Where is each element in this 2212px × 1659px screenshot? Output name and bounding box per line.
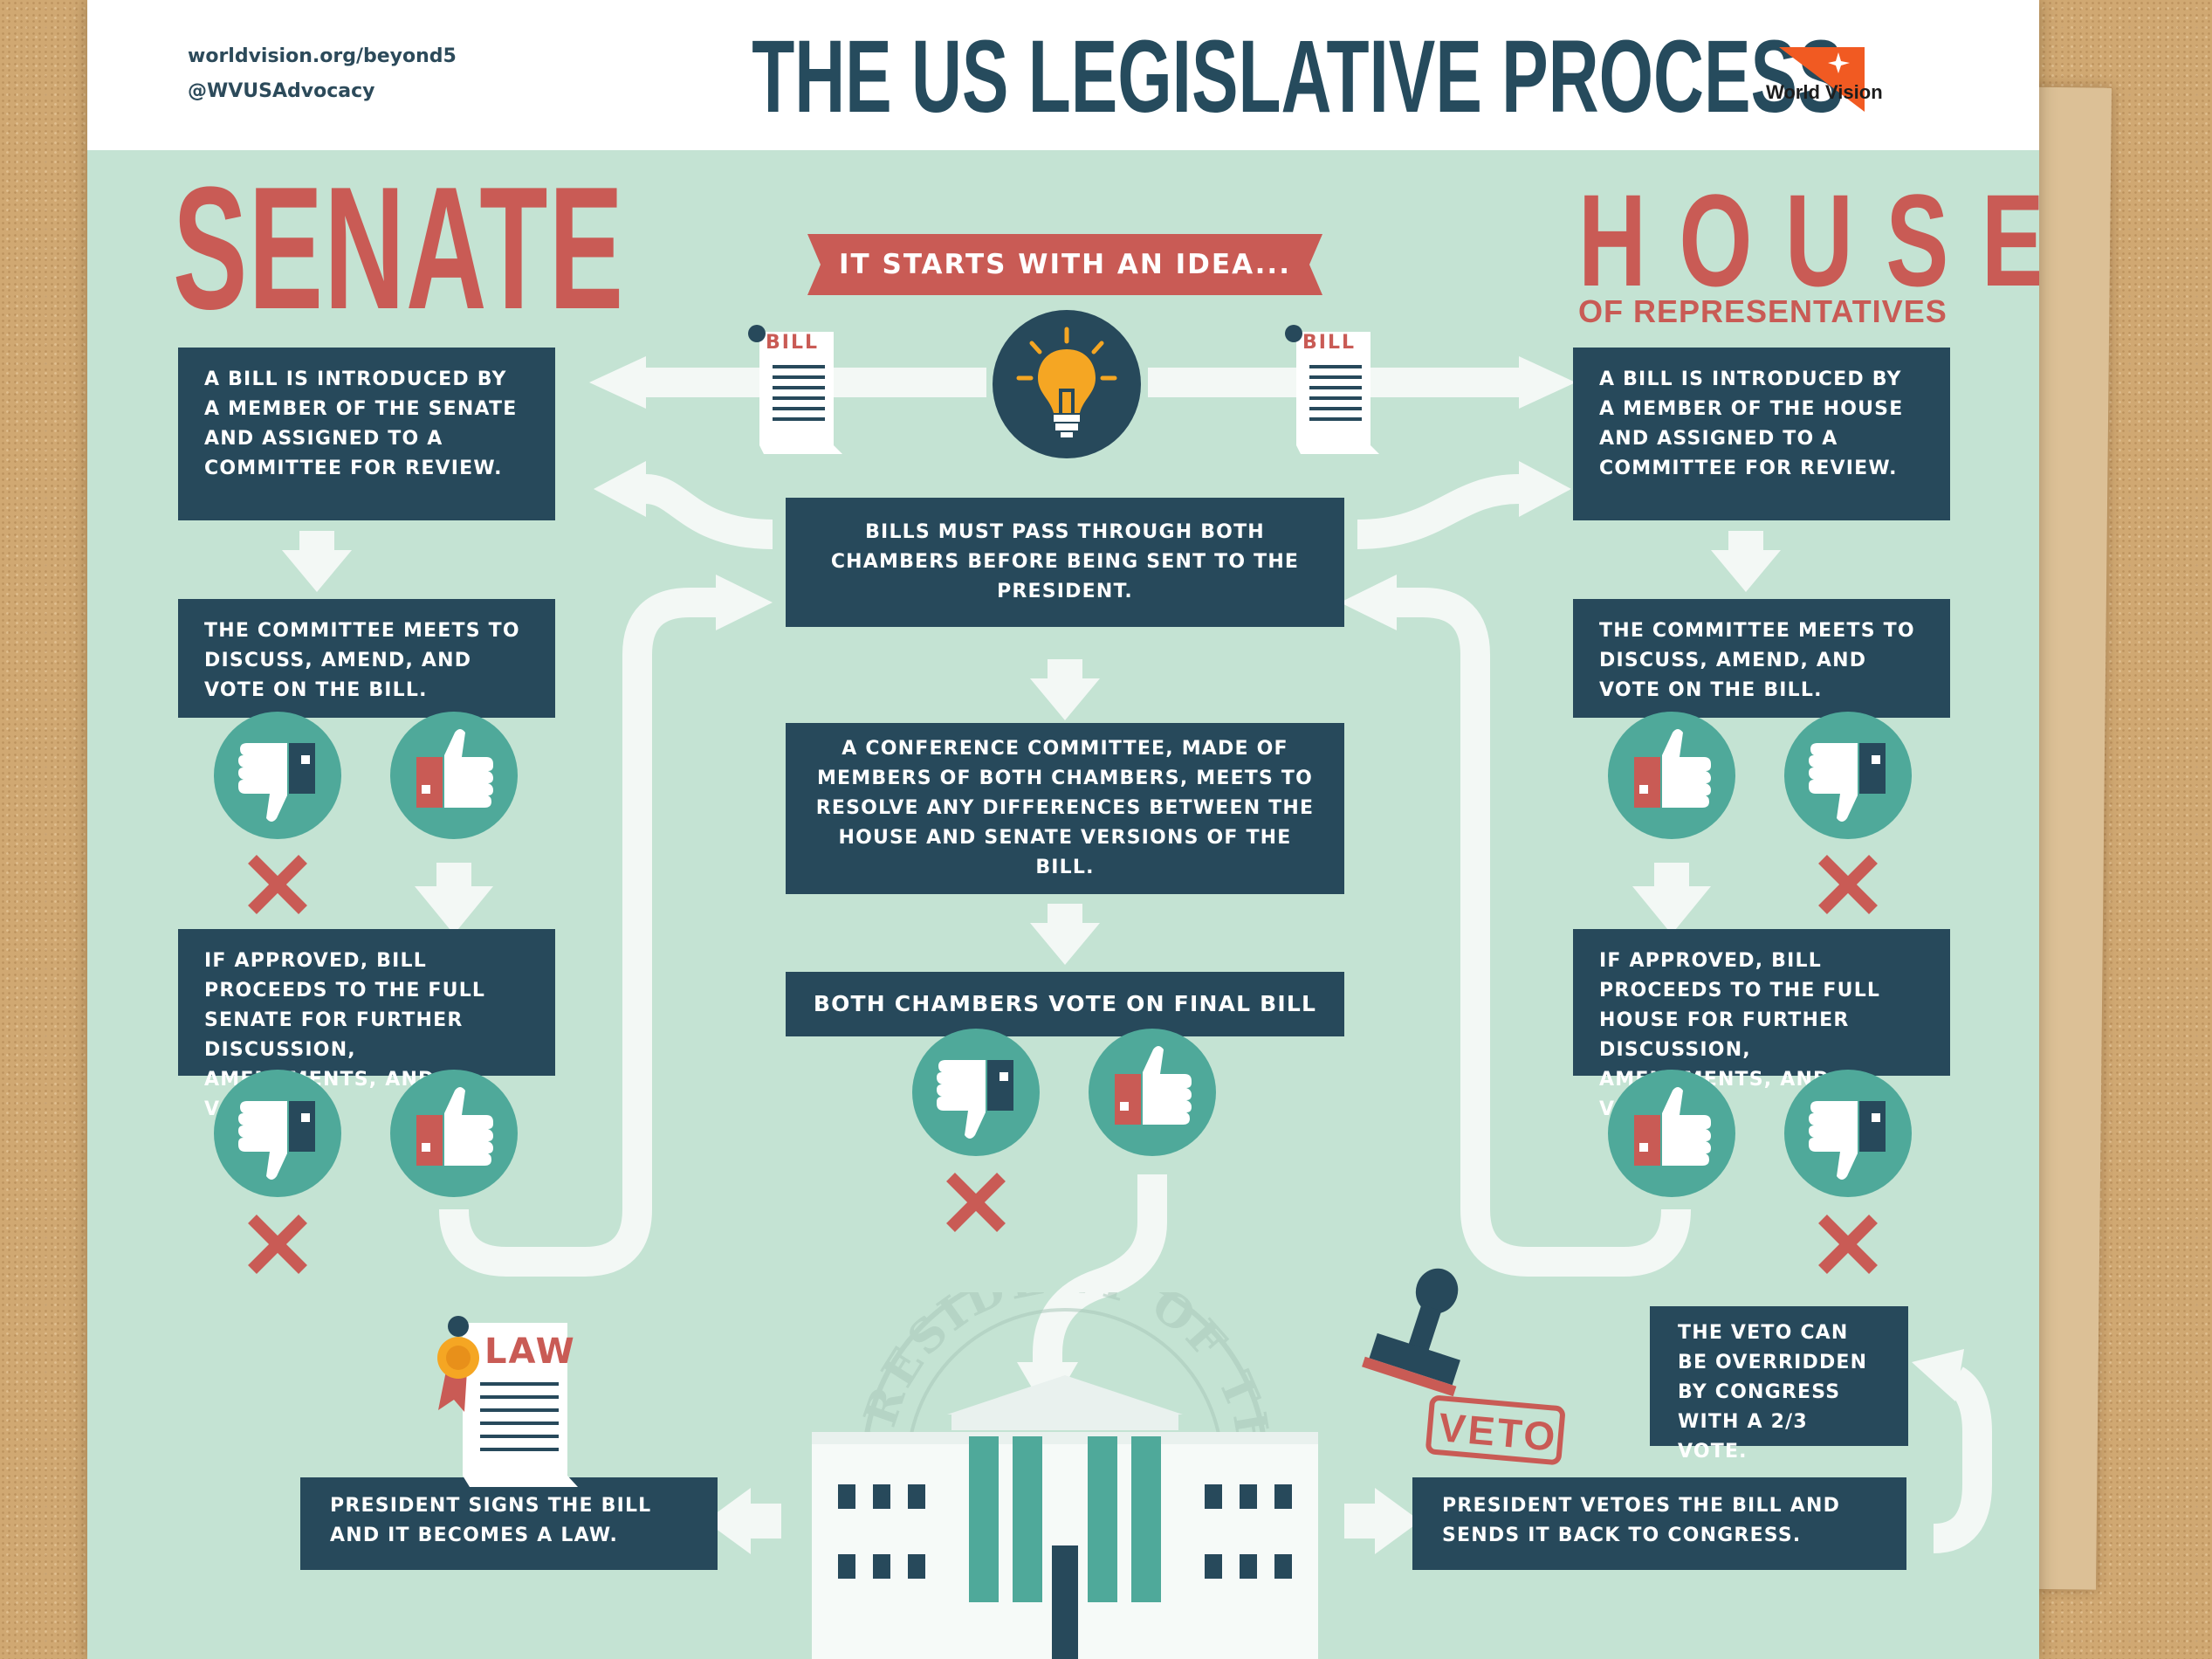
x-mark-icon	[248, 855, 307, 914]
final-vote-box: BOTH CHAMBERS VOTE ON FINAL BILL	[786, 972, 1344, 1036]
bill-label-left: BILL	[766, 332, 819, 354]
arrowhead	[1340, 575, 1397, 630]
idea-banner-text: IT STARTS WITH AN IDEA...	[839, 249, 1291, 280]
arrowhead	[1519, 461, 1571, 517]
arrowhead	[716, 575, 773, 630]
thumbs-down-icon	[1784, 1070, 1912, 1197]
arrow-down	[1632, 863, 1711, 934]
thumbs-up-icon	[1089, 1029, 1216, 1156]
senate-introduced-box: A BILL IS INTRODUCED BY A MEMBER OF THE …	[178, 348, 555, 520]
arrow-left-to-law	[705, 1488, 781, 1554]
arrow-override-loop	[1933, 1366, 1992, 1553]
world-vision-logo	[1779, 47, 1865, 112]
x-mark-icon	[946, 1173, 1006, 1232]
idea-banner: IT STARTS WITH AN IDEA...	[807, 234, 1322, 295]
both-chambers-box: BILLS MUST PASS THROUGH BOTH CHAMBERS BE…	[786, 498, 1344, 627]
thumbs-down-icon	[1784, 712, 1912, 839]
house-introduced-box: A BILL IS INTRODUCED BY A MEMBER OF THE …	[1573, 348, 1950, 520]
bill-document-icon	[1285, 325, 1379, 454]
law-label: LAW	[484, 1332, 576, 1372]
house-subheading: OF REPRESENTATIVES	[1578, 293, 1948, 329]
x-mark-icon	[1818, 1215, 1878, 1274]
thumbs-down-icon	[912, 1029, 1040, 1156]
arrow-final-to-president	[1033, 1174, 1167, 1371]
arrow-down	[1030, 659, 1100, 720]
senate-committee-box: THE COMMITTEE MEETS TO DISCUSS, AMEND, A…	[178, 599, 555, 718]
arrow-senate-to-center	[439, 588, 716, 1277]
x-mark-icon	[1818, 855, 1878, 914]
thumbs-down-icon	[214, 712, 341, 839]
website-link[interactable]: worldvision.org/beyond5	[188, 45, 457, 67]
infographic-poster: worldvision.org/beyond5 @WVUSAdvocacy TH…	[87, 0, 2039, 1659]
arrow-both-to-house	[1357, 474, 1520, 549]
header-zigzag-edge	[87, 129, 2039, 148]
header: worldvision.org/beyond5 @WVUSAdvocacy TH…	[87, 0, 2039, 150]
veto-label-border	[1425, 1395, 1565, 1465]
house-heading: HOUSE	[1578, 167, 2039, 313]
arrow-both-to-senate	[644, 474, 773, 549]
ribbon-badge-icon	[437, 1337, 479, 1412]
arrow-down	[415, 863, 493, 934]
white-house-icon: PRESIDENT OF THE UNITED	[786, 1292, 1318, 1659]
arrowhead	[589, 356, 646, 409]
thumbs-up-icon	[1608, 1070, 1735, 1197]
veto-override-box: THE VETO CAN BE OVERRIDDEN BY CONGRESS W…	[1650, 1306, 1908, 1463]
thumbs-up-icon	[390, 712, 518, 839]
arrowhead	[594, 461, 646, 517]
arrow-down	[1030, 904, 1100, 965]
arrow-down	[282, 531, 352, 592]
veto-stamp-icon	[1362, 1268, 1460, 1397]
house-committee-box: THE COMMITTEE MEETS TO DISCUSS, AMEND, A…	[1573, 599, 1950, 718]
arrow-house-to-center	[1397, 588, 1691, 1277]
arrowhead	[1519, 356, 1576, 409]
house-approved-box: IF APPROVED, BILL PROCEEDS TO THE FULL H…	[1573, 929, 1950, 1120]
arrow-right-to-veto	[1344, 1488, 1420, 1554]
thumbs-down-icon	[214, 1070, 341, 1197]
senate-approved-box: IF APPROVED, BILL PROCEEDS TO THE FULL S…	[178, 929, 555, 1120]
president-vetoes-box: PRESIDENT VETOES THE BILL AND SENDS IT B…	[1412, 1477, 1906, 1570]
thumbs-up-icon	[1608, 712, 1735, 839]
twitter-handle[interactable]: @WVUSAdvocacy	[188, 80, 375, 102]
bill-label-right: BILL	[1302, 332, 1356, 354]
x-mark-icon	[248, 1215, 307, 1274]
arrowhead	[1912, 1349, 1964, 1401]
president-signs-box: PRESIDENT SIGNS THE BILL AND IT BECOMES …	[300, 1477, 718, 1570]
conference-committee-box: A CONFERENCE COMMITTEE, MADE OF MEMBERS …	[786, 723, 1344, 894]
arrow-down	[1711, 531, 1781, 592]
law-document-icon	[437, 1316, 578, 1487]
senate-heading: SENATE	[173, 151, 625, 346]
world-vision-logo-text: World Vision	[1766, 81, 1883, 103]
thumbs-up-icon	[390, 1070, 518, 1197]
bill-document-icon	[748, 325, 842, 454]
lightbulb-icon	[993, 310, 1141, 458]
